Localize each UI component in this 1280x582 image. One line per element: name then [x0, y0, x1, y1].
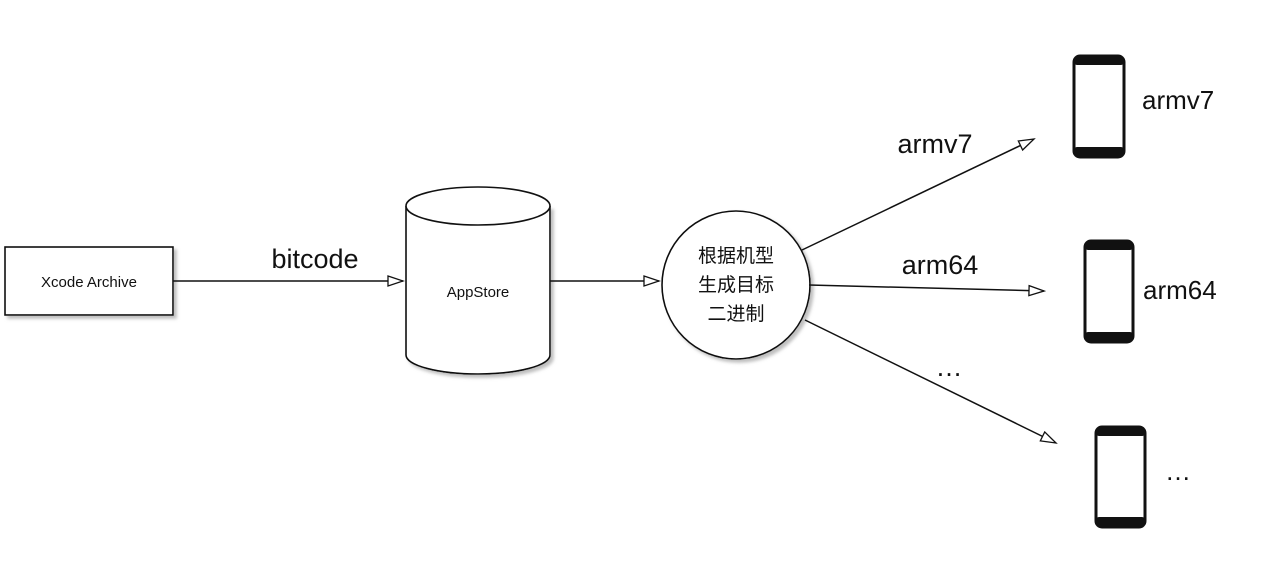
- phone-device-armv7: armv7: [1072, 54, 1214, 159]
- xcode-archive-label: Xcode Archive: [41, 274, 137, 291]
- other-edge-label: …: [936, 352, 963, 382]
- phone-device-arm64: arm64: [1083, 239, 1217, 344]
- appstore-label: AppStore: [447, 284, 510, 301]
- generator-label-line-2: 生成目标: [698, 274, 774, 296]
- phone-icon: [1083, 239, 1135, 344]
- phone-label-armv7: armv7: [1142, 85, 1214, 115]
- bitcode-edge: bitcode: [173, 244, 403, 281]
- phone-label-other: …: [1165, 456, 1191, 486]
- generator-label-line-3: 二进制: [707, 303, 764, 325]
- appstore-node: AppStore: [405, 186, 551, 375]
- other-edge: …: [804, 319, 1056, 443]
- phone-icon: [1072, 54, 1126, 159]
- phone-device-other: …: [1094, 425, 1191, 529]
- armv7-edge: armv7: [801, 129, 1034, 251]
- phone-label-arm64: arm64: [1143, 275, 1217, 305]
- bitcode-label: bitcode: [271, 244, 358, 274]
- arm64-edge-label: arm64: [902, 250, 979, 280]
- phone-icon: [1094, 425, 1147, 529]
- arm64-edge: arm64: [808, 250, 1044, 291]
- xcode-archive-node: Xcode Archive: [4, 246, 174, 316]
- armv7-edge-label: armv7: [897, 129, 972, 159]
- generator-node: 根据机型 生成目标 二进制: [661, 210, 811, 360]
- generator-label-line-1: 根据机型: [698, 245, 774, 267]
